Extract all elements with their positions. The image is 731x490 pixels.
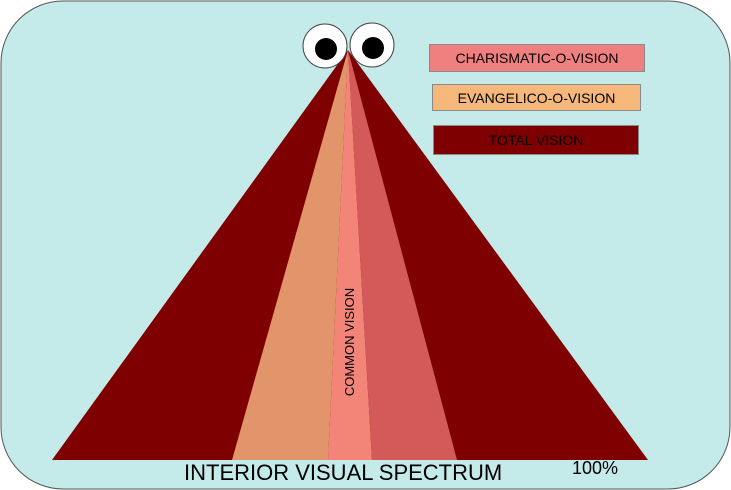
left-eye-icon	[303, 24, 347, 68]
legend-charismatic: CHARISMATIC-O-VISION	[429, 44, 645, 72]
common-vision-label: COMMON VISION	[342, 288, 357, 396]
legend-evangelico: EVANGELICO-O-VISION	[432, 84, 641, 111]
bottom-title: INTERIOR VISUAL SPECTRUM	[184, 460, 502, 486]
legend-total-vision: TOTAL VISION	[433, 125, 639, 155]
right-eye-icon	[350, 23, 394, 67]
percent-label: 100%	[572, 458, 618, 479]
